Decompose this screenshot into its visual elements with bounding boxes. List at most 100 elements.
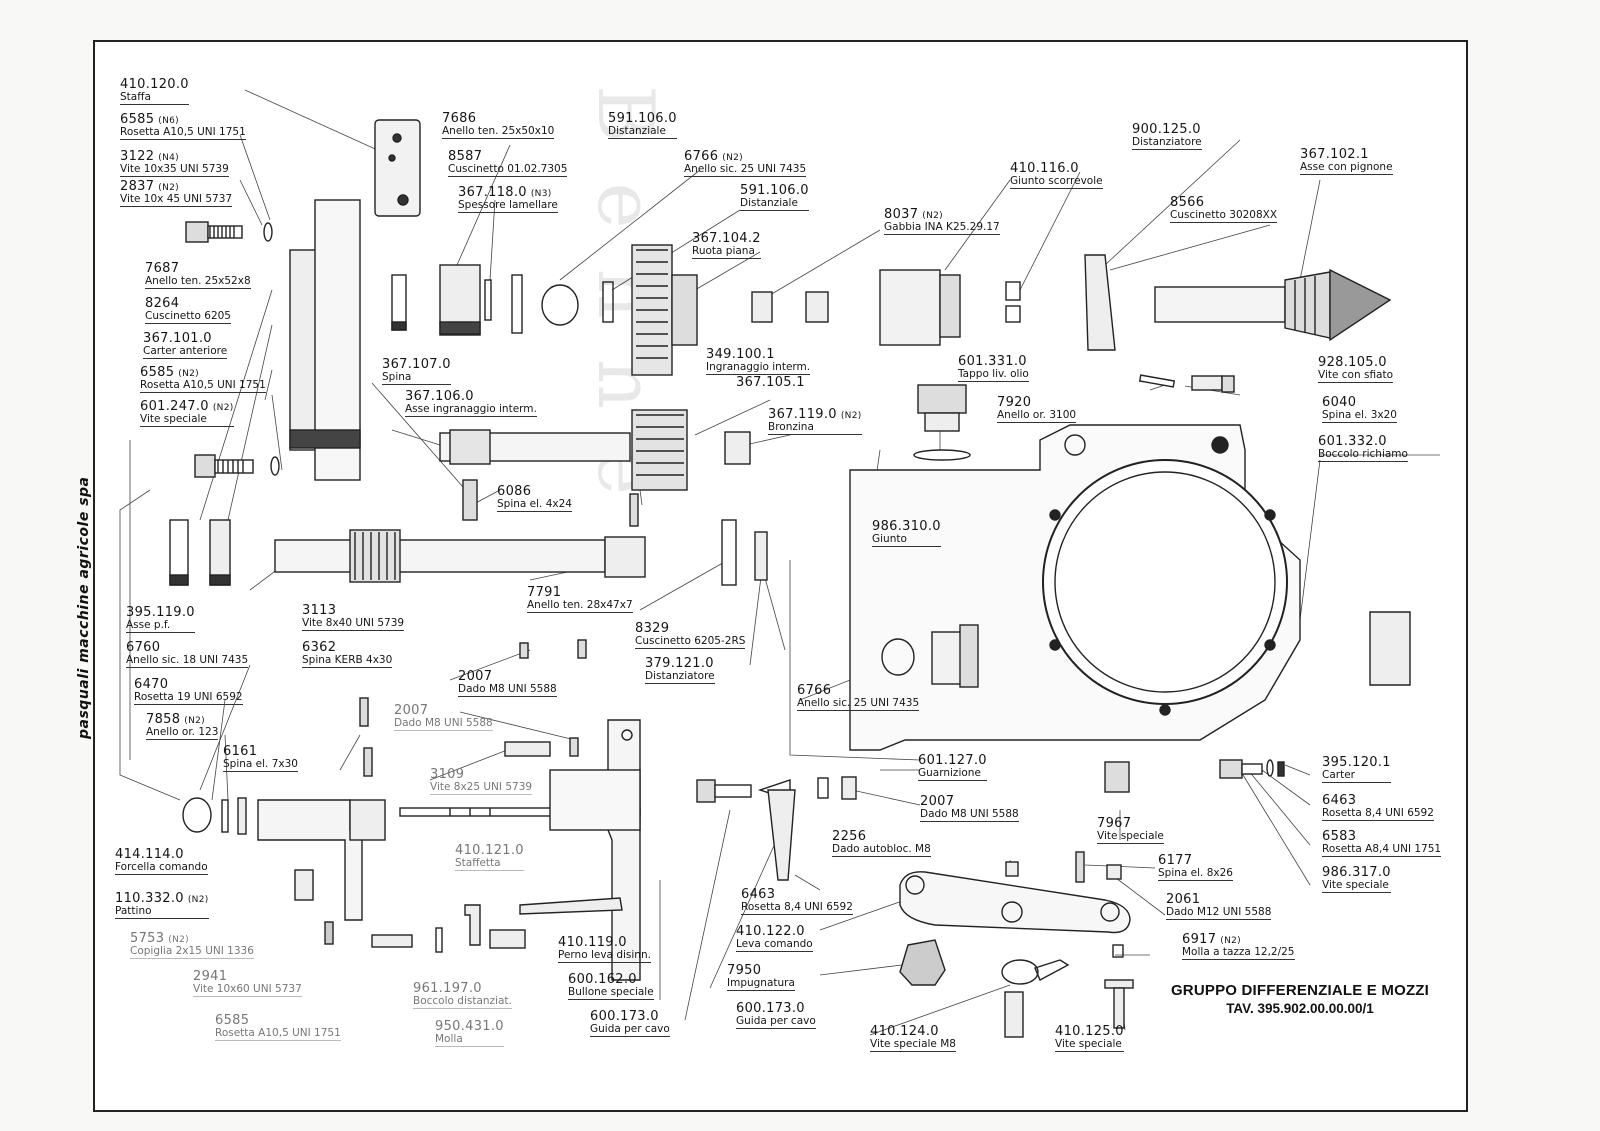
part-number: 591.106.0 [740, 184, 809, 198]
part-label-anello-6766-a: 6766(N2)Anello sic. 25 UNI 7435 [684, 150, 807, 177]
part-label-vite-601247: 601.247.0(N2)Vite speciale [140, 400, 234, 427]
part-description: Cuscinetto 30208XX [1170, 209, 1278, 223]
part-number-text: 367.105.1 [736, 375, 805, 390]
part-number-text: 367.101.0 [143, 331, 212, 346]
part-description: Boccolo richiamo [1318, 448, 1408, 462]
part-number-text: 367.102.1 [1300, 147, 1369, 162]
part-number-text: 7686 [442, 111, 477, 126]
part-label-ingranaggio-367105: 367.105.1 [736, 376, 805, 390]
part-description: Asse p.f. [126, 619, 195, 633]
part-description: Impugnatura [727, 977, 795, 991]
part-number-text: 2837 [120, 179, 155, 194]
part-number: 2837(N2) [120, 180, 232, 194]
part-number: 367.118.0(N3) [458, 186, 558, 200]
part-description: Boccolo distanziat. [413, 995, 512, 1009]
part-number-text: 601.332.0 [1318, 434, 1387, 449]
part-number-text: 8329 [635, 621, 670, 636]
part-description: Distanziale [740, 197, 809, 211]
part-description: Spina [382, 371, 451, 385]
part-number: 6463 [741, 888, 853, 902]
part-description: Dado autobloc. M8 [832, 843, 931, 857]
part-quantity: (N6) [158, 116, 179, 126]
part-description: Dado M8 UNI 5588 [458, 683, 557, 697]
part-description: Gabbia INA K25.29.17 [884, 221, 1000, 235]
part-number: 6766 [797, 684, 919, 698]
part-label-anello-7858: 7858(N2)Anello or. 123 [146, 712, 219, 740]
part-description: Vite 10x35 UNI 5739 [120, 163, 229, 177]
part-number: 6463 [1322, 794, 1434, 808]
part-description: Vite speciale M8 [870, 1038, 956, 1052]
part-description: Vite 8x40 UNI 5739 [302, 617, 405, 631]
part-description: Perno leva disinn. [558, 949, 651, 963]
part-number-text: 3122 [120, 149, 155, 164]
part-number-text: 6463 [1322, 793, 1357, 808]
part-number-text: 410.120.0 [120, 77, 189, 92]
part-number: 2007 [394, 704, 493, 718]
part-label-vite-2837: 2837(N2)Vite 10x 45 UNI 5737 [120, 180, 233, 207]
part-description: Vite speciale [140, 413, 234, 427]
part-number: 601.247.0(N2) [140, 400, 234, 414]
part-description: Rosetta A8,4 UNI 1751 [1322, 843, 1442, 857]
part-number-text: 395.120.1 [1322, 755, 1391, 770]
part-number-text: 8037 [884, 207, 919, 222]
part-number-text: 986.317.0 [1322, 865, 1391, 880]
part-number: 601.127.0 [918, 754, 987, 768]
part-number-text: 2007 [394, 703, 429, 718]
part-number: 367.104.2 [692, 232, 761, 246]
part-number: 5753(N2) [130, 932, 254, 946]
part-number-text: 367.104.2 [692, 231, 761, 246]
part-label-rosetta-6585-a: 6585(N6)Rosetta A10,5 UNI 1751 [120, 113, 246, 140]
part-description: Vite speciale [1055, 1038, 1124, 1052]
part-number-text: 6766 [797, 683, 832, 698]
part-description: Carter anteriore [143, 345, 228, 359]
part-description: Guida per cavo [590, 1023, 670, 1037]
part-description: Guarnizione [918, 767, 987, 781]
part-number-text: 600.173.0 [590, 1009, 659, 1024]
part-number: 8566 [1170, 196, 1277, 210]
part-number-text: 349.100.1 [706, 347, 775, 362]
part-description: Rosetta A10,5 UNI 1751 [140, 379, 266, 393]
part-number-text: 6583 [1322, 829, 1357, 844]
part-number-text: 410.119.0 [558, 935, 627, 950]
part-quantity: (N2) [722, 153, 743, 163]
part-number: 2007 [920, 795, 1019, 809]
part-number-text: 7791 [527, 585, 562, 600]
part-number-text: 367.106.0 [405, 389, 474, 404]
part-number: 3109 [430, 768, 532, 782]
part-description: Rosetta A10,5 UNI 1751 [120, 126, 246, 140]
part-number: 3113 [302, 604, 404, 618]
part-label-rosetta-6585-b: 6585(N2)Rosetta A10,5 UNI 1751 [140, 366, 266, 393]
part-number-text: 110.332.0 [115, 891, 184, 906]
part-number: 6585 [215, 1014, 341, 1028]
part-number: 986.310.0 [872, 520, 941, 534]
part-description: Anello ten. 28x47x7 [527, 599, 633, 613]
part-number: 367.101.0 [143, 332, 227, 346]
part-description: Dado M8 UNI 5588 [394, 717, 493, 731]
part-description: Carter [1322, 769, 1391, 783]
part-number-text: 6362 [302, 640, 337, 655]
part-number: 8037(N2) [884, 208, 1000, 222]
part-quantity: (N2) [168, 935, 189, 945]
part-description: Spessore lamellare [458, 199, 558, 213]
part-number-text: 3109 [430, 767, 465, 782]
part-number-text: 7858 [146, 712, 181, 727]
part-number: 6585(N2) [140, 366, 266, 380]
part-number-text: 410.116.0 [1010, 161, 1079, 176]
part-description: Distanziatore [645, 670, 715, 684]
